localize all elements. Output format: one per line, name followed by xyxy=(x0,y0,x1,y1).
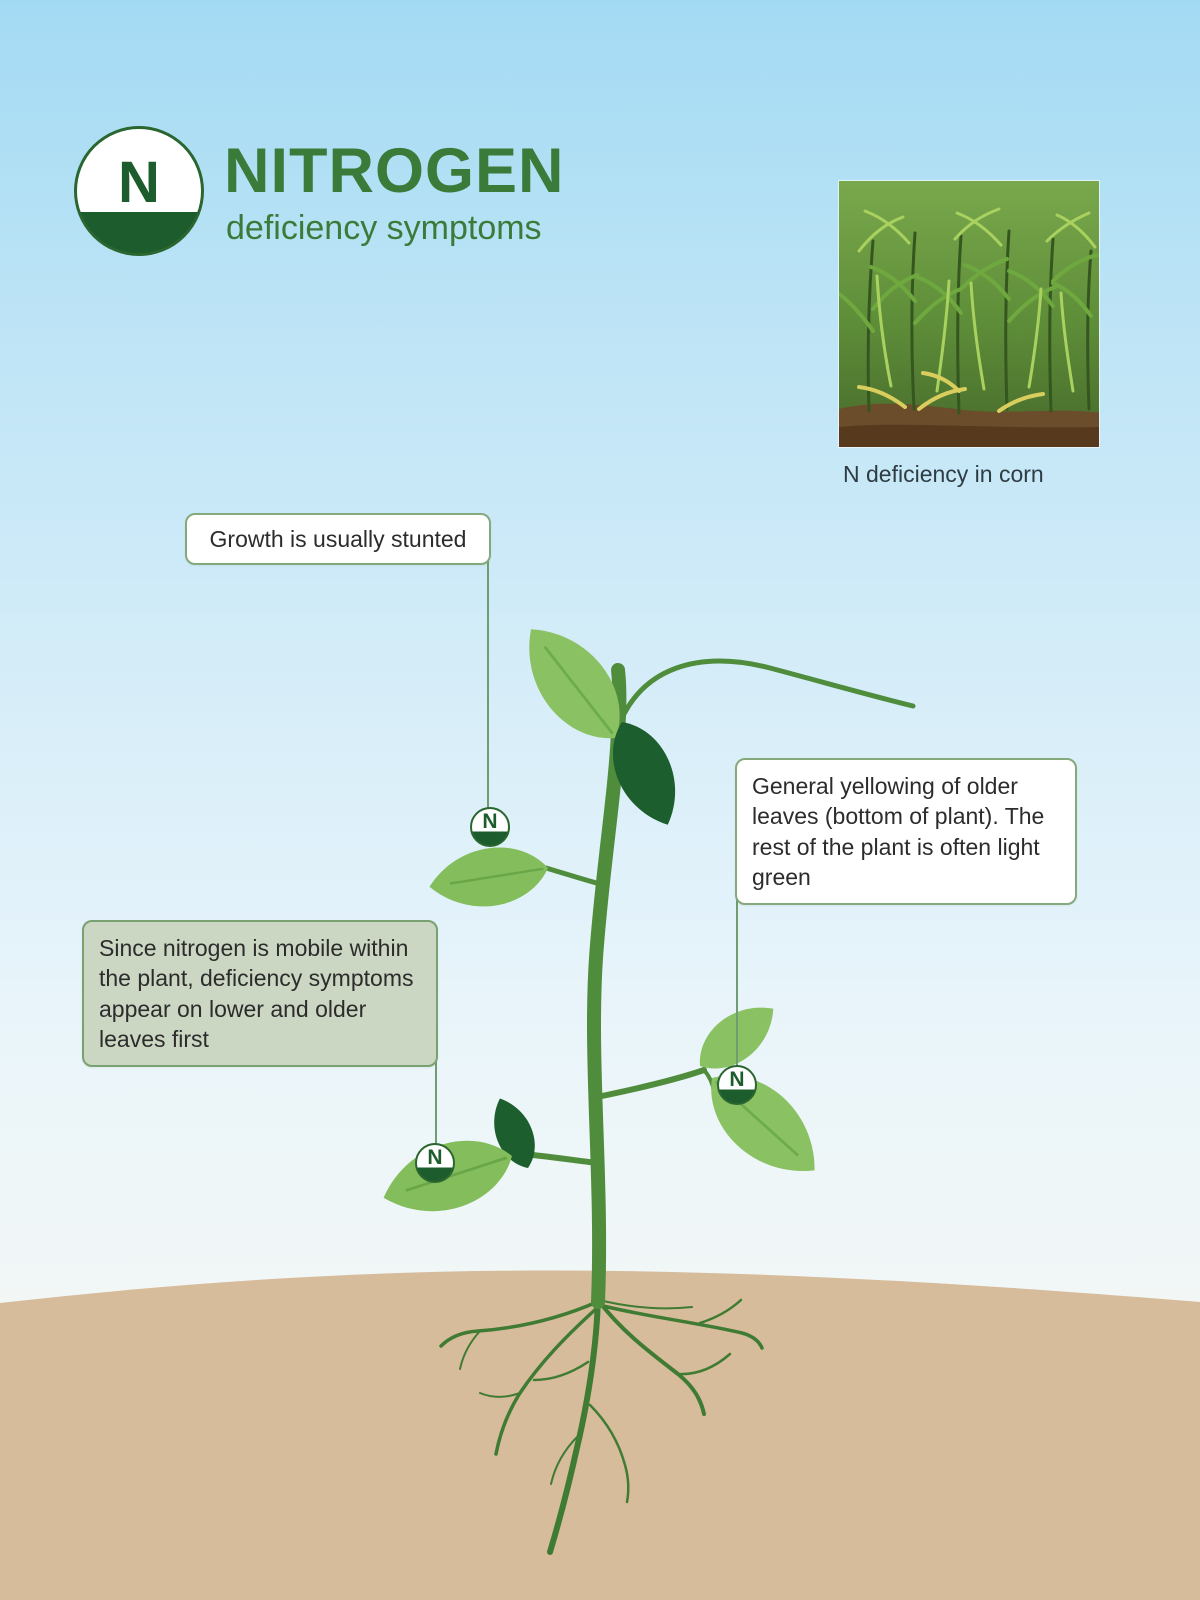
n-marker-letter: N xyxy=(427,1146,443,1169)
callout-growth-stunted: Growth is usually stunted xyxy=(185,513,491,566)
corn-photo xyxy=(838,180,1100,448)
corn-photo-art xyxy=(839,181,1099,447)
roots xyxy=(439,1293,764,1555)
nitrogen-logo-badge: N xyxy=(74,126,204,256)
header: N NITROGEN deficiency symptoms xyxy=(74,126,565,256)
n-marker-letter: N xyxy=(482,810,498,833)
n-marker-yellowing: N xyxy=(717,1065,757,1105)
n-marker-letter: N xyxy=(729,1068,745,1091)
n-marker-mobility: N xyxy=(415,1143,455,1183)
title-block: NITROGEN deficiency symptoms xyxy=(224,126,565,256)
page-title: NITROGEN xyxy=(224,136,565,206)
page-subtitle: deficiency symptoms xyxy=(226,209,542,247)
leaves xyxy=(383,629,815,1212)
callout-yellowing-older-leaves: General yellowing of older leaves (botto… xyxy=(735,758,1077,906)
logo-letter: N xyxy=(118,150,160,215)
corn-photo-caption: N deficiency in corn xyxy=(843,461,1044,487)
callout-nitrogen-mobility: Since nitrogen is mobile within the plan… xyxy=(82,920,438,1068)
connector-lines xyxy=(435,555,738,1148)
soil xyxy=(0,1270,1200,1600)
n-marker-stunted: N xyxy=(470,807,510,847)
petioles xyxy=(509,865,716,1166)
